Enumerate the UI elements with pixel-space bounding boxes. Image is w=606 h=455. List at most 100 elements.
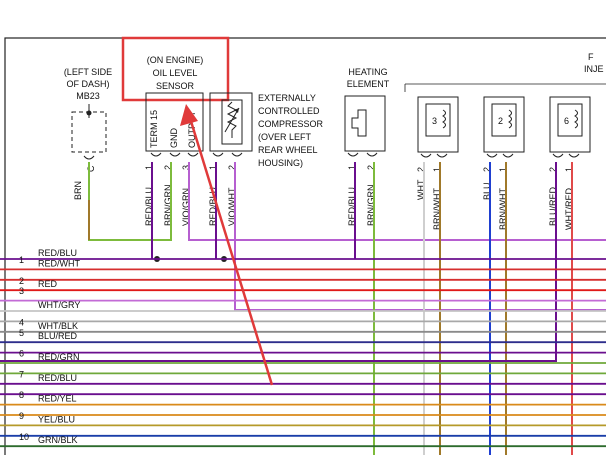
injector-3-wire-b: WHT/RED [564, 188, 574, 230]
bus-label: WHT/GRY [38, 300, 80, 310]
bus-number: 7 [19, 369, 24, 379]
bus-number: 2 [19, 276, 24, 286]
oil-level-sensor: (ON ENGINE) OIL LEVEL SENSOR TERM 15 GND… [121, 36, 230, 226]
bus-label: RED/GRN [38, 352, 80, 362]
oil-sensor-wire-3: VIO/GRN [181, 188, 191, 226]
compressor-desc-2: CONTROLLED [258, 106, 320, 116]
injector-3-wire-a: BLU/RED [548, 186, 558, 226]
injectors-title-2: INJE [584, 64, 604, 74]
mb23-label-3: MB23 [76, 91, 100, 101]
bus-label: RED/YEL [38, 394, 77, 404]
highlight-box [121, 36, 230, 102]
wire-vio-grn [188, 162, 606, 241]
bus-number: 10 [19, 432, 29, 442]
compressor-desc-5: REAR WHEEL [258, 145, 318, 155]
heating-box [344, 95, 386, 152]
injector-2: 2 2 1 BLU BRN/WHT [482, 96, 525, 230]
oil-sensor-pin-term15: TERM 15 [149, 110, 159, 148]
bus-number: 5 [19, 328, 24, 338]
compressor-desc-4: (OVER LEFT [258, 132, 312, 142]
bus-number: 8 [19, 390, 24, 400]
oil-sensor-title-1: (ON ENGINE) [147, 55, 204, 65]
bus-label: RED/BLU [38, 248, 77, 258]
heating-wire-1: RED/BLU [347, 187, 357, 226]
mb23-wire-label: BRN [73, 181, 83, 200]
compressor-wire-1: RED/BLU [208, 187, 218, 226]
injector-1-pin-b: 1 [432, 167, 442, 172]
bus-label: GRN/BLK [38, 435, 78, 445]
injector-2-wire-a: BLU [482, 182, 492, 200]
wire-brn-grn-ground [88, 162, 172, 241]
oil-sensor-pin-num-3: 3 [181, 165, 191, 170]
compressor-resistor-icon [226, 101, 238, 138]
bus-number: 4 [19, 317, 24, 327]
injectors-title-1: F [588, 52, 594, 62]
mb23-pin [83, 155, 95, 160]
mb23-label-2: OF DASH) [66, 79, 109, 89]
heating-element-icon [351, 109, 367, 137]
mb23-connector: (LEFT SIDE OF DASH) MB23 C BRN [64, 67, 112, 200]
injector-3-box [549, 96, 591, 153]
heating-pin-num-2: 2 [366, 165, 376, 170]
injector-1-wire-b: BRN/WHT [432, 188, 442, 230]
oil-sensor-title-2: OIL LEVEL [153, 68, 198, 78]
bus-label: BLU/RED [38, 331, 78, 341]
annotation-arrow-head [180, 104, 198, 126]
compressor-pin-num-1: 1 [208, 165, 218, 170]
bus-number: 9 [19, 411, 24, 421]
bus-number: 1 [19, 255, 24, 265]
heating-wire-2: BRN/GRN [366, 184, 376, 226]
injector-2-coil-num: 2 [498, 116, 503, 126]
compressor-box [209, 92, 253, 152]
injector-2-wire-b: BRN/WHT [498, 188, 508, 230]
heating-title-2: ELEMENT [347, 79, 390, 89]
coil-icon [574, 109, 578, 129]
heating-pin-num-1: 1 [347, 165, 357, 170]
coil-icon [508, 109, 512, 129]
injector-2-pin-a: 2 [482, 167, 492, 172]
heating-element: HEATING ELEMENT 1 2 RED/BLU BRN/GRN [344, 67, 390, 226]
injector-1-box [417, 96, 459, 153]
bus-number: 3 [19, 286, 24, 296]
compressor-desc-3: COMPRESSOR [258, 119, 324, 129]
oil-sensor-title-3: SENSOR [156, 81, 195, 91]
injector-1-wire-a: WHT [416, 179, 426, 200]
compressor: 1 2 RED/BLU VIO/WHT EXTERNALLY CONTROLLE… [208, 92, 324, 226]
oil-sensor-pin-output: OUTPUT [187, 111, 197, 149]
bus-label: RED/BLU [38, 373, 77, 383]
vertical-wires [0, 162, 606, 455]
oil-sensor-wire-2: BRN/GRN [163, 184, 173, 226]
compressor-pin-num-2: 2 [227, 165, 237, 170]
oil-sensor-pin-gnd: GND [169, 128, 179, 149]
mb23-pin-label: C [86, 165, 96, 172]
bus-number: 6 [19, 349, 24, 359]
injector-3-pin-b: 1 [564, 167, 574, 172]
injector-1: 3 2 1 WHT BRN/WHT [416, 96, 459, 230]
compressor-desc-1: EXTERNALLY [258, 93, 316, 103]
oil-sensor-box [145, 92, 204, 152]
coil-icon [442, 109, 446, 129]
diagram-frame [4, 37, 606, 455]
wire-blu-red [0, 162, 557, 362]
oil-sensor-wire-1: RED/BLU [144, 187, 154, 226]
mb23-label-1: (LEFT SIDE [64, 67, 112, 77]
compressor-wire-2: VIO/WHT [227, 187, 237, 226]
heating-title-1: HEATING [348, 67, 387, 77]
injector-2-box [483, 96, 525, 153]
compressor-desc-6: HOUSING) [258, 158, 303, 168]
oil-sensor-pin-num-1: 1 [144, 165, 154, 170]
wire-vio-wht [234, 162, 606, 311]
oil-sensor-pin-num-2: 2 [163, 165, 173, 170]
bus-label: WHT/BLK [38, 321, 78, 331]
injector-3-pin-a: 2 [548, 167, 558, 172]
annotation-arrow-shaft [188, 117, 274, 386]
injector-3: 6 2 1 BLU/RED WHT/RED [548, 96, 591, 230]
mb23-splice-dot [86, 110, 92, 116]
bus-label: RED [38, 279, 58, 289]
bus-label: YEL/BLU [38, 414, 75, 424]
injector-2-pin-b: 1 [498, 167, 508, 172]
bus-label: RED/WHT [38, 258, 80, 268]
injector-3-coil-num: 6 [564, 116, 569, 126]
